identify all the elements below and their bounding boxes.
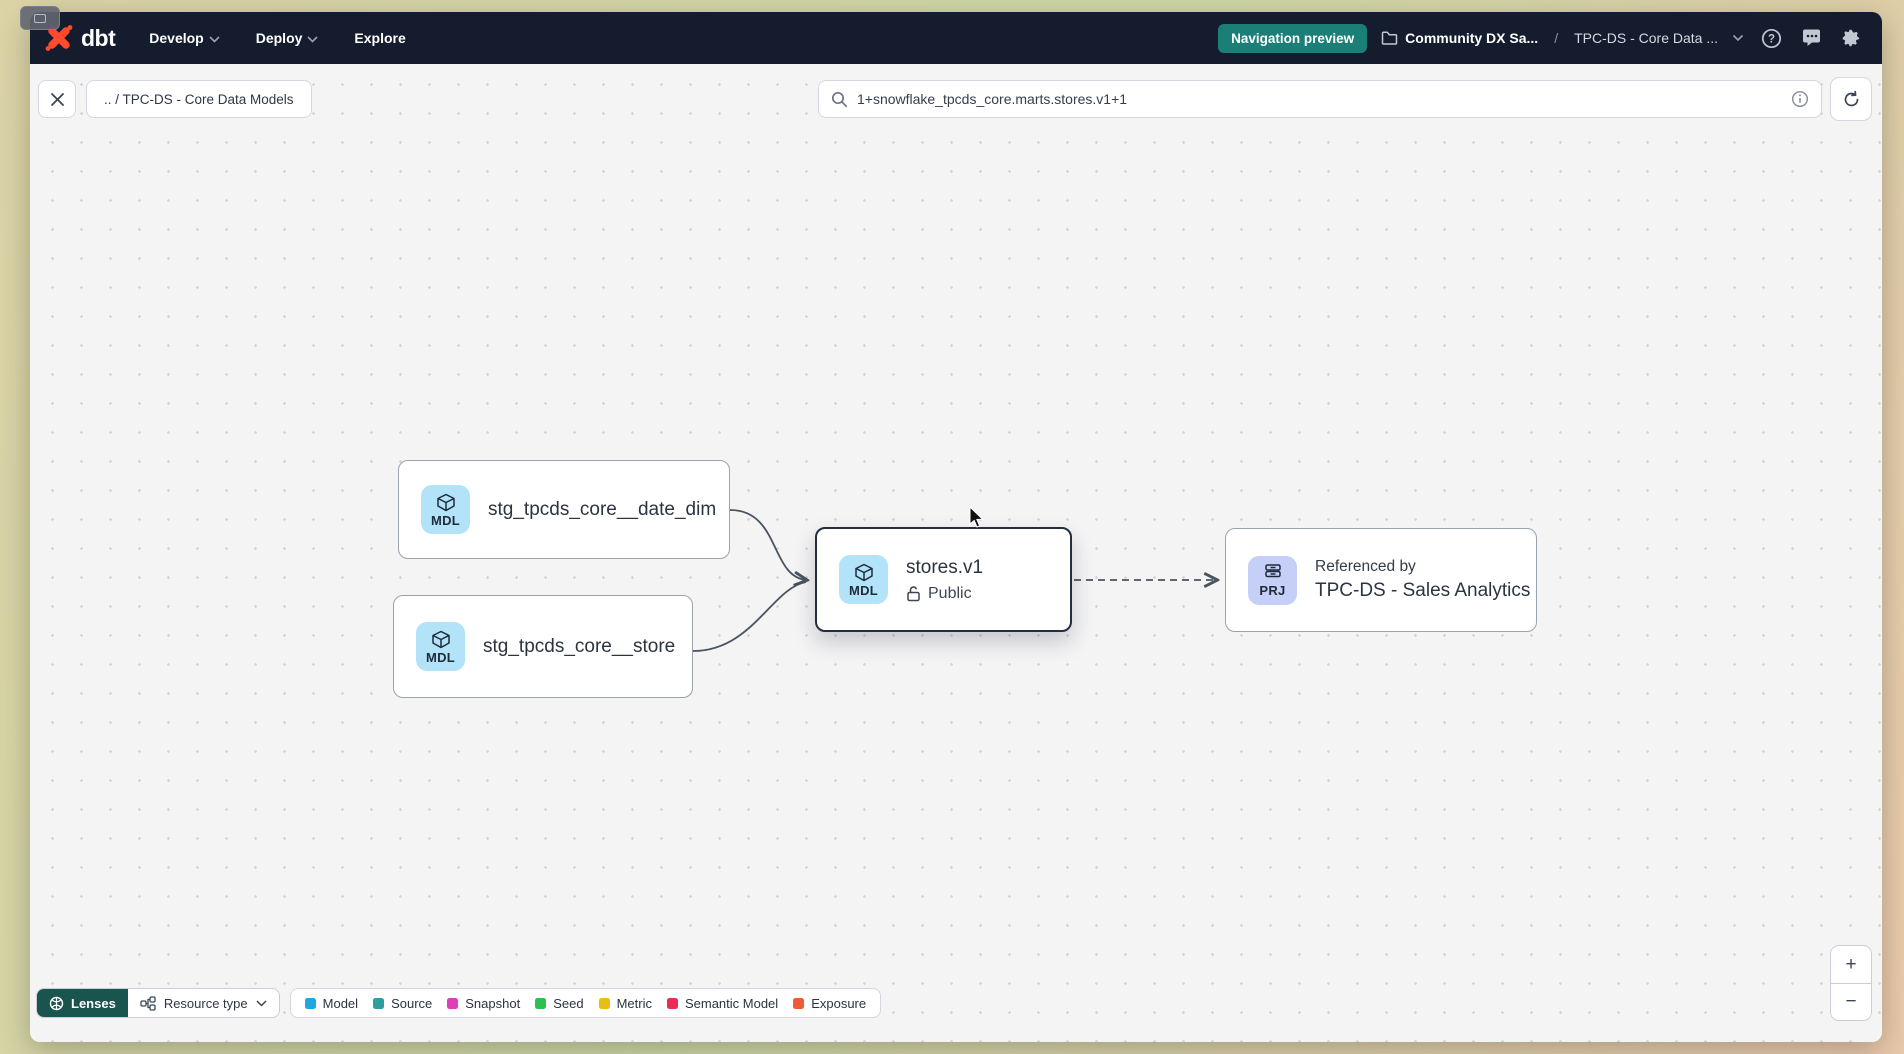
account-name: Community DX Sa... xyxy=(1405,30,1539,46)
breadcrumb-separator: / xyxy=(1554,30,1559,46)
lineage-search xyxy=(818,80,1822,118)
feedback-chat-icon[interactable] xyxy=(1798,25,1824,51)
legend-item: Exposure xyxy=(793,996,866,1011)
node-referenced-project[interactable]: PRJ Referenced by TPC-DS - Sales Analyti… xyxy=(1225,528,1537,632)
cube-icon xyxy=(431,630,450,648)
model-badge: MDL xyxy=(421,485,470,534)
close-icon xyxy=(50,92,64,106)
badge-label: PRJ xyxy=(1259,583,1286,598)
resource-type-dropdown[interactable]: Resource type xyxy=(127,989,279,1017)
legend-swatch xyxy=(598,997,610,1009)
cube-icon xyxy=(854,563,873,581)
legend-item: Source xyxy=(373,996,432,1011)
cube-icon xyxy=(436,493,455,511)
breadcrumb-project[interactable]: TPC-DS - Core Data ... xyxy=(1574,30,1718,46)
lenses-control: Lenses Resource type xyxy=(36,988,280,1018)
project-chevron-down-icon[interactable] xyxy=(1732,34,1744,42)
model-badge: MDL xyxy=(839,555,888,604)
info-icon[interactable] xyxy=(1791,90,1809,108)
lenses-label: Lenses xyxy=(71,995,116,1011)
settings-gear-icon[interactable] xyxy=(1838,25,1864,51)
nav-menu-explore-label: Explore xyxy=(354,30,406,46)
legend-swatch xyxy=(666,997,678,1009)
canvas-footer-controls: Lenses Resource type Model Source Snapshot… xyxy=(36,988,882,1018)
nav-menu-deploy[interactable]: Deploy xyxy=(256,30,319,46)
legend-label: Metric xyxy=(616,995,652,1011)
legend-item: Semantic Model xyxy=(666,995,779,1011)
refresh-lineage-button[interactable] xyxy=(1830,77,1872,121)
screen-icon xyxy=(34,13,46,23)
folder-icon xyxy=(1381,31,1398,45)
legend-swatch xyxy=(373,997,385,1009)
resource-type-label: Resource type xyxy=(163,995,248,1011)
svg-text:?: ? xyxy=(1767,33,1774,45)
chevron-down-icon xyxy=(307,35,318,43)
nav-menu-develop[interactable]: Develop xyxy=(149,30,220,46)
legend-label: Exposure xyxy=(811,995,867,1011)
refresh-icon xyxy=(1844,90,1858,106)
legend-swatch xyxy=(793,997,805,1009)
close-lineage-button[interactable] xyxy=(38,80,76,118)
node-pretitle: Referenced by xyxy=(1315,558,1416,575)
app-window: dbt Develop Deploy Explore Navigation pr… xyxy=(30,12,1882,1042)
edge-date-dim-to-stores xyxy=(729,509,806,580)
navigation-preview-badge[interactable]: Navigation preview xyxy=(1218,23,1368,53)
help-icon[interactable]: ? xyxy=(1758,25,1784,51)
zoom-out-button[interactable]: − xyxy=(1831,983,1871,1020)
node-stores-v1[interactable]: MDL stores.v1 Public xyxy=(815,527,1072,632)
project-badge: PRJ xyxy=(1248,555,1297,605)
zoom-in-button[interactable]: + xyxy=(1831,946,1871,983)
dbt-logo-text: dbt xyxy=(81,24,116,51)
legend-label: Seed xyxy=(553,995,584,1011)
breadcrumb-chip-label: .. / TPC-DS - Core Data Models xyxy=(104,91,294,107)
search-icon xyxy=(831,91,848,107)
chevron-down-icon xyxy=(209,35,220,43)
node-title: stores.v1 xyxy=(906,556,984,578)
legend-label: Semantic Model xyxy=(684,995,779,1011)
legend-item: Model xyxy=(304,995,359,1011)
legend-label: Model xyxy=(322,995,359,1011)
legend-item: Metric xyxy=(598,995,652,1011)
legend-swatch xyxy=(535,997,547,1009)
nav-menu-explore[interactable]: Explore xyxy=(354,30,405,46)
node-title: stg_tpcds_core__store xyxy=(483,635,676,657)
node-title: stg_tpcds_core__date_dim xyxy=(488,498,717,520)
badge-label: MDL xyxy=(848,582,879,598)
unlock-icon xyxy=(907,586,920,602)
badge-label: MDL xyxy=(425,649,456,665)
lenses-icon xyxy=(49,996,64,1010)
legend-label: Snapshot xyxy=(465,995,521,1011)
chevron-down-icon xyxy=(256,999,267,1007)
legend-item: Seed xyxy=(535,995,584,1011)
legend-item: Snapshot xyxy=(447,996,520,1011)
lineage-canvas[interactable]: .. / TPC-DS - Core Data Models MDL stg_t… xyxy=(30,64,1882,1042)
node-stg-tpcds-core-date-dim[interactable]: MDL stg_tpcds_core__date_dim xyxy=(398,460,730,559)
nav-menu-develop-label: Develop xyxy=(149,30,204,46)
zoom-control: + − xyxy=(1830,945,1872,1021)
top-navbar: dbt Develop Deploy Explore Navigation pr… xyxy=(30,12,1882,64)
search-input[interactable] xyxy=(857,91,1782,107)
resource-type-icon xyxy=(140,995,156,1011)
legend-swatch xyxy=(447,997,459,1009)
node-title: TPC-DS - Sales Analytics xyxy=(1315,580,1531,601)
drawers-icon xyxy=(1264,564,1281,578)
legend-label: Source xyxy=(391,995,433,1011)
access-label: Public xyxy=(928,584,972,602)
dbt-logo[interactable]: dbt xyxy=(44,23,116,53)
node-stg-tpcds-core-store[interactable]: MDL stg_tpcds_core__store xyxy=(393,595,693,698)
breadcrumb-account[interactable]: Community DX Sa... xyxy=(1381,30,1538,46)
screen-share-indicator xyxy=(20,6,60,30)
dbt-logo-icon xyxy=(45,25,73,51)
resource-legend: Model Source Snapshot Seed Metric Semantic Mo… xyxy=(289,988,882,1018)
edge-store-to-stores xyxy=(692,581,807,652)
canvas-toolbar: .. / TPC-DS - Core Data Models xyxy=(30,77,1882,124)
breadcrumb-chip[interactable]: .. / TPC-DS - Core Data Models xyxy=(86,80,312,118)
nav-menu-deploy-label: Deploy xyxy=(255,30,303,46)
legend-swatch xyxy=(304,997,316,1009)
badge-label: MDL xyxy=(430,512,461,528)
lenses-button[interactable]: Lenses xyxy=(37,989,128,1017)
model-badge: MDL xyxy=(416,622,465,671)
